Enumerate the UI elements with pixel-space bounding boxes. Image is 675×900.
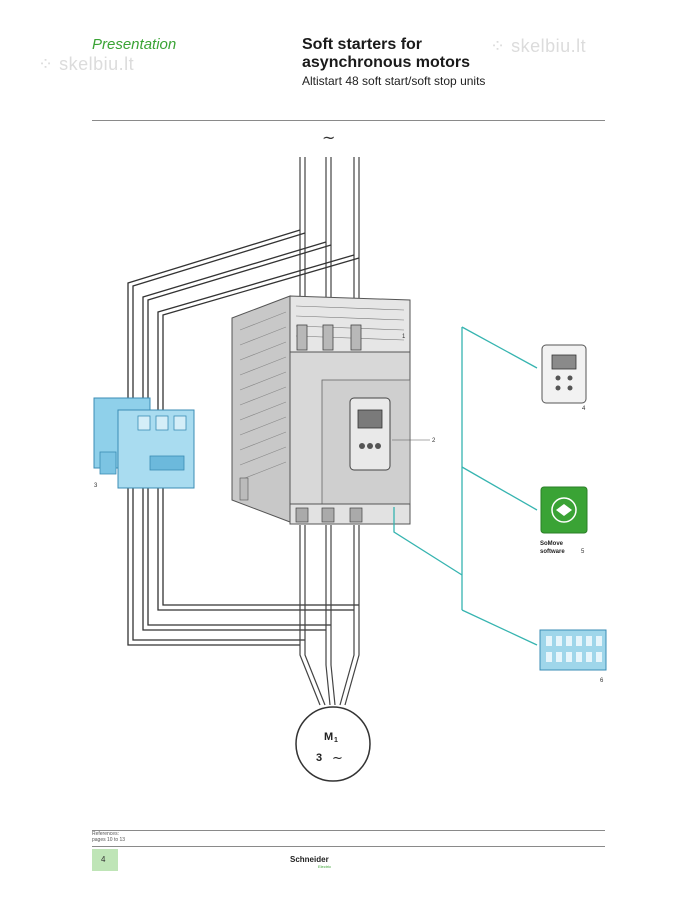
bypass-contactor: [93, 397, 195, 489]
page-subtitle: Altistart 48 soft start/soft stop units: [302, 74, 486, 88]
section-title: Presentation: [92, 36, 177, 53]
software-name: SoMove: [540, 541, 564, 547]
header-rule: [92, 120, 605, 121]
remote-display-terminal: [541, 344, 587, 404]
motor-label-subscript: 1: [334, 737, 338, 744]
page-number: 4: [101, 855, 106, 864]
page-number-box: [92, 849, 118, 871]
page-title: Soft starters for asynchronous motors: [302, 36, 471, 71]
callout-6: 6: [600, 678, 604, 684]
callout-5: 5: [581, 549, 585, 555]
callout-2: 2: [432, 438, 436, 444]
references-label: References:: [92, 831, 119, 837]
motor-symbol: M 1 3 ~: [295, 706, 371, 782]
motor-label: M: [324, 731, 333, 743]
references-note: References: pages 10 to 13: [92, 831, 125, 843]
references-pages: pages 10 to 13: [92, 837, 126, 843]
callout-1: 1: [402, 334, 406, 340]
footer-rule-bottom: [92, 846, 605, 847]
motor-ac-symbol: ~: [332, 751, 343, 766]
callout-3: 3: [94, 483, 98, 489]
motor-phase-label: 3: [316, 752, 322, 764]
watermark-right: ⁘ skelbiu.lt: [490, 36, 587, 56]
refresh-icon: [551, 497, 577, 523]
somove-software: SoMove software: [540, 486, 588, 555]
supply-symbol: ~: [322, 128, 335, 147]
communication-links: [393, 326, 538, 646]
communication-module: [539, 629, 607, 671]
built-in-display-terminal: [349, 397, 391, 471]
software-label: software: [540, 549, 565, 555]
brand-logo-sub: Electric: [318, 864, 332, 869]
watermark-icon: ⁘: [38, 54, 60, 74]
footer-rule-top: [92, 830, 605, 831]
watermark-icon: ⁘: [490, 36, 512, 56]
watermark-left: ⁘ skelbiu.lt: [38, 54, 135, 74]
soft-starter-unit: [231, 295, 411, 525]
callout-4: 4: [582, 406, 586, 412]
brand-logo: Schneider: [290, 855, 329, 864]
motor-conductors: [299, 525, 360, 706]
